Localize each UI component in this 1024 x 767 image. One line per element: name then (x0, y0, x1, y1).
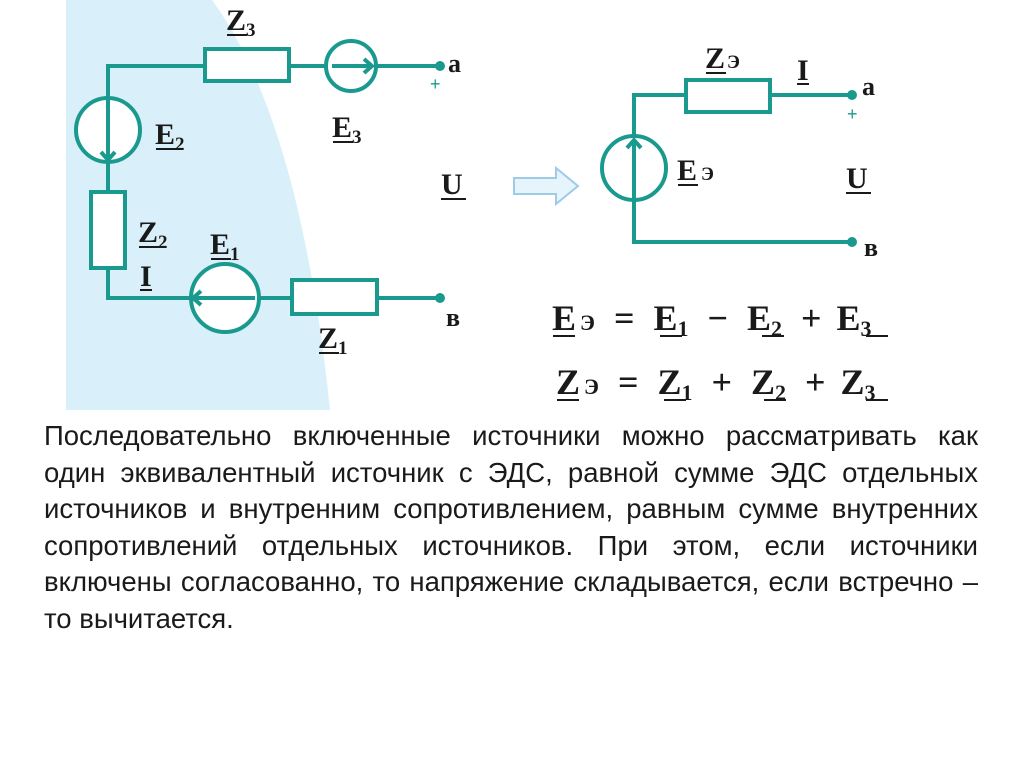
source-e2-arrow (99, 100, 117, 164)
label-voltage-right: U (846, 162, 868, 195)
diagram-background-panel (66, 0, 330, 410)
terminal-b-right (847, 237, 857, 247)
explanation-paragraph: Последовательно включенные источники мож… (44, 420, 978, 634)
label-plus-left: + (430, 74, 441, 94)
label-z3: Z3 (226, 4, 256, 41)
terminal-a-left (435, 61, 445, 71)
label-current-right: I (797, 54, 809, 87)
right-bottom-wire (632, 192, 854, 244)
label-z1: Z1 (318, 322, 348, 359)
label-node-a-right: a (862, 72, 875, 101)
label-z2: Z2 (138, 216, 168, 253)
label-e2: E2 (155, 118, 185, 155)
transform-arrow (513, 165, 580, 207)
left-circuit: Z3 E3 E2 Z2 I E1 Z1 a + в U (74, 4, 466, 359)
resistor-ze (684, 78, 772, 114)
label-node-b-left: в (446, 303, 460, 332)
terminal-a-right (847, 90, 857, 100)
label-e1: E1 (210, 228, 240, 265)
label-current-left: I (140, 260, 152, 293)
label-plus-right: + (847, 104, 858, 124)
resistor-z1 (290, 278, 379, 316)
label-node-b-right: в (864, 233, 878, 262)
resistor-z3 (203, 47, 291, 83)
label-voltage-left: U (441, 168, 463, 201)
right-top-wire (632, 93, 854, 138)
label-node-a-left: a (448, 49, 461, 78)
label-e3: E3 (332, 111, 362, 148)
resistor-z2 (89, 190, 127, 270)
source-e3-arrow (332, 57, 376, 75)
source-ee-arrow (625, 136, 643, 198)
source-e1-arrow (189, 289, 255, 307)
terminal-b-left (435, 293, 445, 303)
